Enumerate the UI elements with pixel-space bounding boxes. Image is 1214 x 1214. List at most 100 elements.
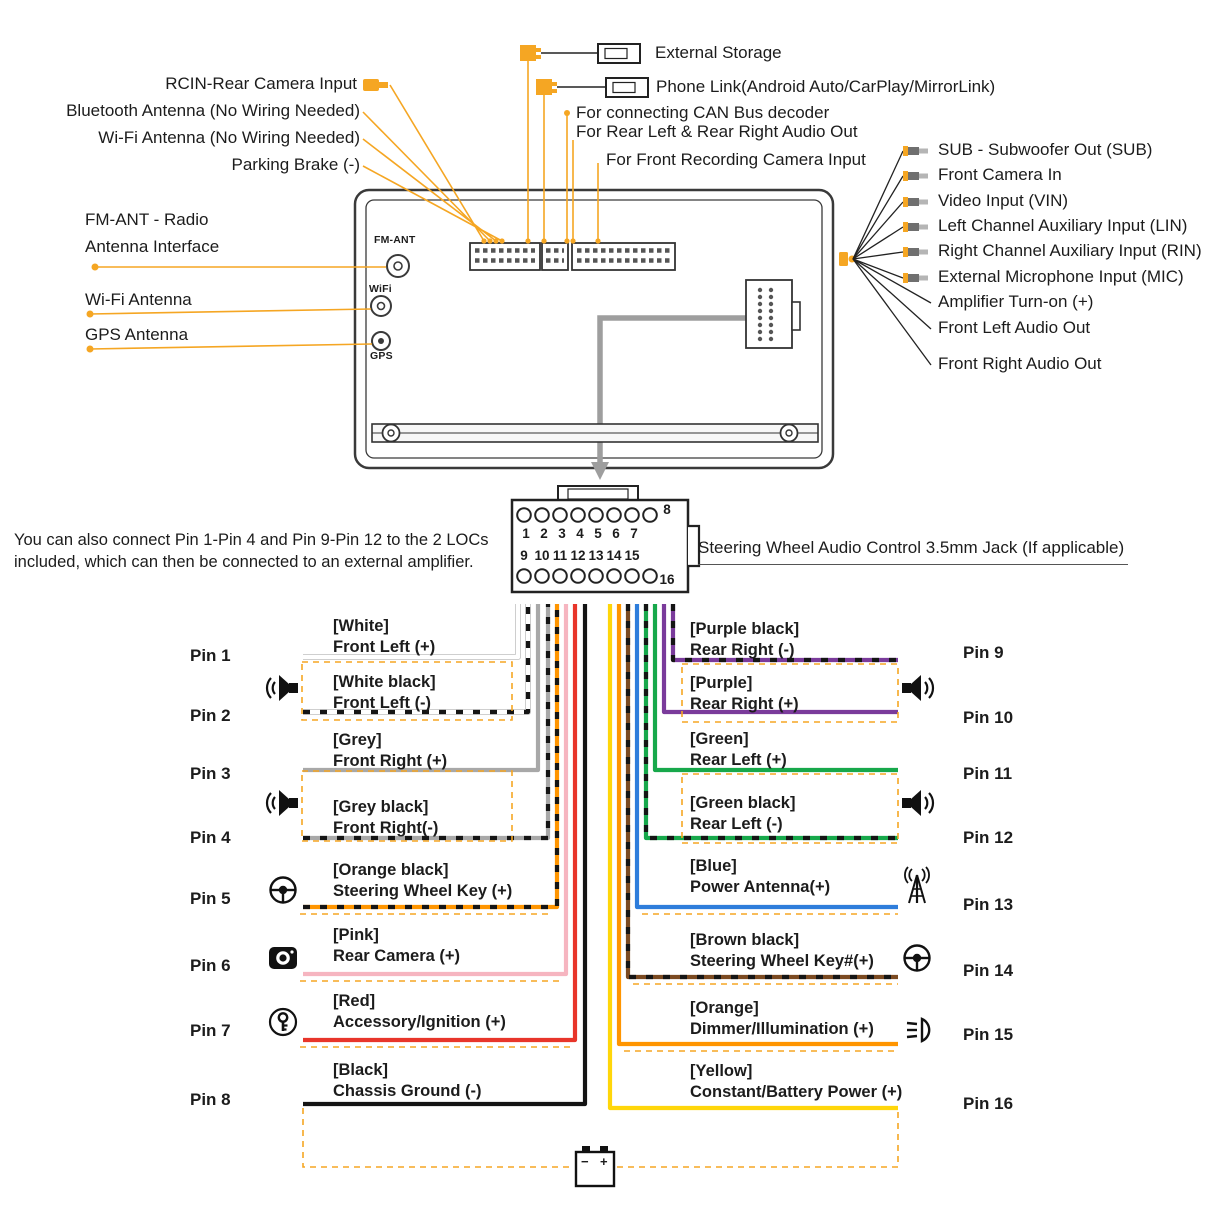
coax-connector-icons (903, 146, 928, 283)
wire-color-name: [Pink] (333, 926, 379, 944)
wire-label-pin7: [Red] Accessory/Ignition (+) (333, 991, 506, 1033)
speaker-icon (265, 675, 298, 701)
bottom-bar (371, 423, 819, 443)
wire-label-pin1: [White] Front Left (+) (333, 616, 435, 658)
loc-note: You can also connect Pin 1-Pin 4 and Pin… (14, 529, 489, 573)
harness-cable-arrow (591, 315, 770, 480)
label-rcin: RCIN-Rear Camera Input (165, 74, 357, 93)
wire-label-pin13: [Blue] Power Antenna(+) (690, 856, 830, 898)
wire-function: Front Right (+) (333, 752, 448, 770)
label-parking-brake: Parking Brake (-) (231, 155, 360, 174)
wire-function: Steering Wheel Key (+) (333, 882, 513, 900)
battery-icon (574, 1146, 616, 1188)
label-fm-radio-line2: Antenna Interface (85, 237, 220, 256)
power-antenna-icon (904, 866, 930, 904)
speaker-icon (902, 675, 935, 701)
pin-label-2: Pin 2 (190, 706, 231, 725)
steering-wheel-icon (269, 876, 297, 904)
wire-color-name: [Orange black] (333, 861, 449, 879)
port-label-fm-ant: FM-ANT (374, 234, 416, 246)
wire-color-name: [Purple black] (690, 620, 800, 638)
wire-color-name: [Black] (333, 1061, 389, 1079)
loc-note-line2: included, which can then be connected to… (14, 553, 474, 571)
pin-label-16: Pin 16 (963, 1094, 1014, 1113)
wire-function: Constant/Battery Power (+) (690, 1083, 903, 1101)
label-video-input: Video Input (VIN) (938, 191, 1069, 210)
dashed-group-boxes (300, 661, 899, 1168)
wire-color-name: [Orange] (690, 999, 759, 1017)
pin-label-6: Pin 6 (190, 956, 231, 975)
battery-minus-sign: − (581, 1154, 589, 1169)
speaker-icon (265, 790, 298, 816)
usb-plug-external-storage-icon (520, 43, 641, 64)
label-swc-jack: Steering Wheel Audio Control 3.5mm Jack … (698, 538, 1128, 565)
pin-label-7: Pin 7 (190, 1021, 231, 1040)
label-front-right-audio-out: Front Right Audio Out (938, 354, 1102, 373)
wire-label-pin4: [Grey black] Front Right(-) (333, 797, 438, 839)
battery-plus-sign: + (600, 1154, 608, 1169)
loc-note-line1: You can also connect Pin 1-Pin 4 and Pin… (14, 531, 489, 549)
wire-color-name: [Green black] (690, 794, 796, 812)
wire-color-name: [White] (333, 617, 389, 635)
wire-label-pin9: [Purple black] Rear Right (-) (690, 619, 799, 661)
pin-number-1: 1 (522, 526, 530, 541)
wire-label-pin14: [Brown black] Steering Wheel Key#(+) (690, 930, 874, 972)
orange-lead-lines (89, 61, 599, 350)
wire-function: Steering Wheel Key#(+) (690, 952, 874, 970)
label-subwoofer-out: SUB - Subwoofer Out (SUB) (938, 140, 1153, 159)
pin-label-1: Pin 1 (190, 646, 231, 665)
wire-function: Front Left (+) (333, 638, 436, 656)
label-can-bus: For connecting CAN Bus decoder (576, 103, 830, 122)
wire-color-name: [Green] (690, 730, 749, 748)
pin-number-9: 9 (520, 548, 528, 563)
label-front-left-audio-out: Front Left Audio Out (938, 318, 1091, 337)
wire-color-name: [Purple] (690, 674, 753, 692)
pin-label-15: Pin 15 (963, 1025, 1014, 1044)
wire-color-name: [Blue] (690, 857, 737, 875)
pin-number-14: 14 (606, 548, 622, 563)
pin-number-5: 5 (594, 526, 602, 541)
ignition-key-icon (268, 1007, 298, 1037)
pin-label-8: Pin 8 (190, 1090, 231, 1109)
wire-function: Accessory/Ignition (+) (333, 1013, 506, 1031)
antenna-ports (370, 254, 410, 351)
wire-function: Rear Right (-) (690, 641, 795, 659)
port-label-gps: GPS (370, 350, 393, 362)
pin-label-4: Pin 4 (190, 828, 231, 847)
wire-label-pin5: [Orange black] Steering Wheel Key (+) (333, 860, 512, 902)
wire-color-name: [Yellow] (690, 1062, 753, 1080)
rear-connector-blocks (469, 242, 676, 271)
pin-number-2: 2 (540, 526, 548, 541)
pin-number-8: 8 (663, 502, 671, 517)
wire-label-pin12: [Green black] Rear Left (-) (690, 793, 795, 835)
label-fm-radio: FM-ANT - Radio Antenna Interface (85, 206, 219, 260)
pin-label-11: Pin 11 (963, 764, 1013, 783)
pin-number-10: 10 (534, 548, 550, 563)
wire-label-pin6: [Pink] Rear Camera (+) (333, 925, 460, 967)
pin-label-10: Pin 10 (963, 708, 1014, 727)
pin-label-13: Pin 13 (963, 895, 1014, 914)
wire-label-pin15: [Orange] Dimmer/Illumination (+) (690, 998, 874, 1040)
wire-color-name: [White black] (333, 673, 436, 691)
pin-number-12: 12 (570, 548, 586, 563)
wire-function: Front Right(-) (333, 819, 439, 837)
label-wifi-no-wiring: Wi-Fi Antenna (No Wiring Needed) (98, 128, 360, 147)
wire-function: Dimmer/Illumination (+) (690, 1020, 874, 1038)
wire-function: Rear Camera (+) (333, 947, 461, 965)
label-right-aux-input: Right Channel Auxiliary Input (RIN) (938, 241, 1202, 260)
pin-number-13: 13 (588, 548, 604, 563)
pin-label-14: Pin 14 (963, 961, 1014, 980)
label-amplifier-turn-on: Amplifier Turn-on (+) (938, 292, 1094, 311)
wire-function: Rear Right (+) (690, 695, 799, 713)
wire-label-pin11: [Green] Rear Left (+) (690, 729, 787, 771)
wire-label-pin3: [Grey] Front Right (+) (333, 730, 447, 772)
pin-number-11: 11 (552, 548, 568, 563)
label-external-storage: External Storage (655, 43, 782, 62)
label-rear-audio-out: For Rear Left & Rear Right Audio Out (576, 122, 858, 141)
label-external-mic: External Microphone Input (MIC) (938, 267, 1184, 286)
wire-color-name: [Grey] (333, 731, 382, 749)
label-front-camera-in: Front Camera In (938, 165, 1062, 184)
wire-label-pin10: [Purple] Rear Right (+) (690, 673, 799, 715)
label-gps-antenna: GPS Antenna (85, 325, 189, 344)
